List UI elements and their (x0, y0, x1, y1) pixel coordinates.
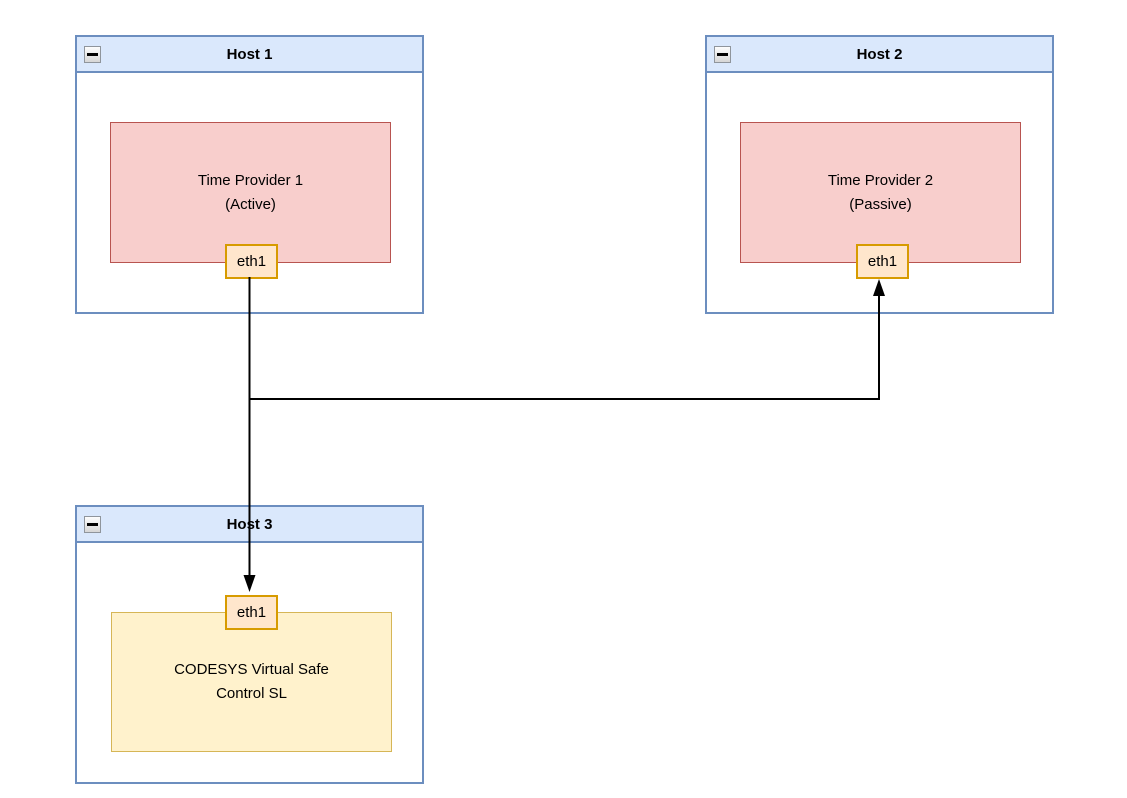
host-3-collapse-button[interactable] (84, 516, 101, 533)
host-1-title: Host 1 (226, 45, 273, 63)
host-2-header: Host 2 (707, 37, 1052, 73)
host-3-title: Host 3 (226, 515, 273, 533)
minus-icon (87, 53, 98, 56)
host-1-container: Host 1 Time Provider 1 (Active) eth1 (75, 35, 424, 314)
host-1-collapse-button[interactable] (84, 46, 101, 63)
host-2-eth1-label: eth1 (867, 253, 898, 270)
codesys-label-line2: Control SL (216, 685, 287, 702)
host-3-header: Host 3 (77, 507, 422, 543)
host-1-header: Host 1 (77, 37, 422, 73)
host-2-title: Host 2 (856, 45, 903, 63)
codesys-virtual-safe-control-node: CODESYS Virtual Safe Control SL (111, 612, 392, 752)
time-provider-1-node: Time Provider 1 (Active) (110, 122, 391, 263)
host-3-eth1-label: eth1 (236, 604, 267, 621)
time-provider-1-label-line2: (Active) (225, 195, 276, 213)
time-provider-2-label-line1: Time Provider 2 (827, 171, 934, 189)
time-provider-2-node: Time Provider 2 (Passive) (740, 122, 1021, 263)
host-2-container: Host 2 Time Provider 2 (Passive) eth1 (705, 35, 1054, 314)
codesys-label-line1: CODESYS Virtual Safe (174, 661, 329, 678)
host-2-collapse-button[interactable] (714, 46, 731, 63)
host-2-eth1-port: eth1 (856, 244, 909, 279)
time-provider-2-label-line2: (Passive) (849, 195, 912, 213)
host-3-container: Host 3 CODESYS Virtual Safe Control SL e… (75, 505, 424, 784)
minus-icon (717, 53, 728, 56)
host-1-eth1-label: eth1 (236, 253, 267, 270)
host-3-eth1-port: eth1 (225, 595, 278, 630)
time-provider-1-label-line1: Time Provider 1 (197, 171, 304, 189)
minus-icon (87, 523, 98, 526)
host-1-eth1-port: eth1 (225, 244, 278, 279)
